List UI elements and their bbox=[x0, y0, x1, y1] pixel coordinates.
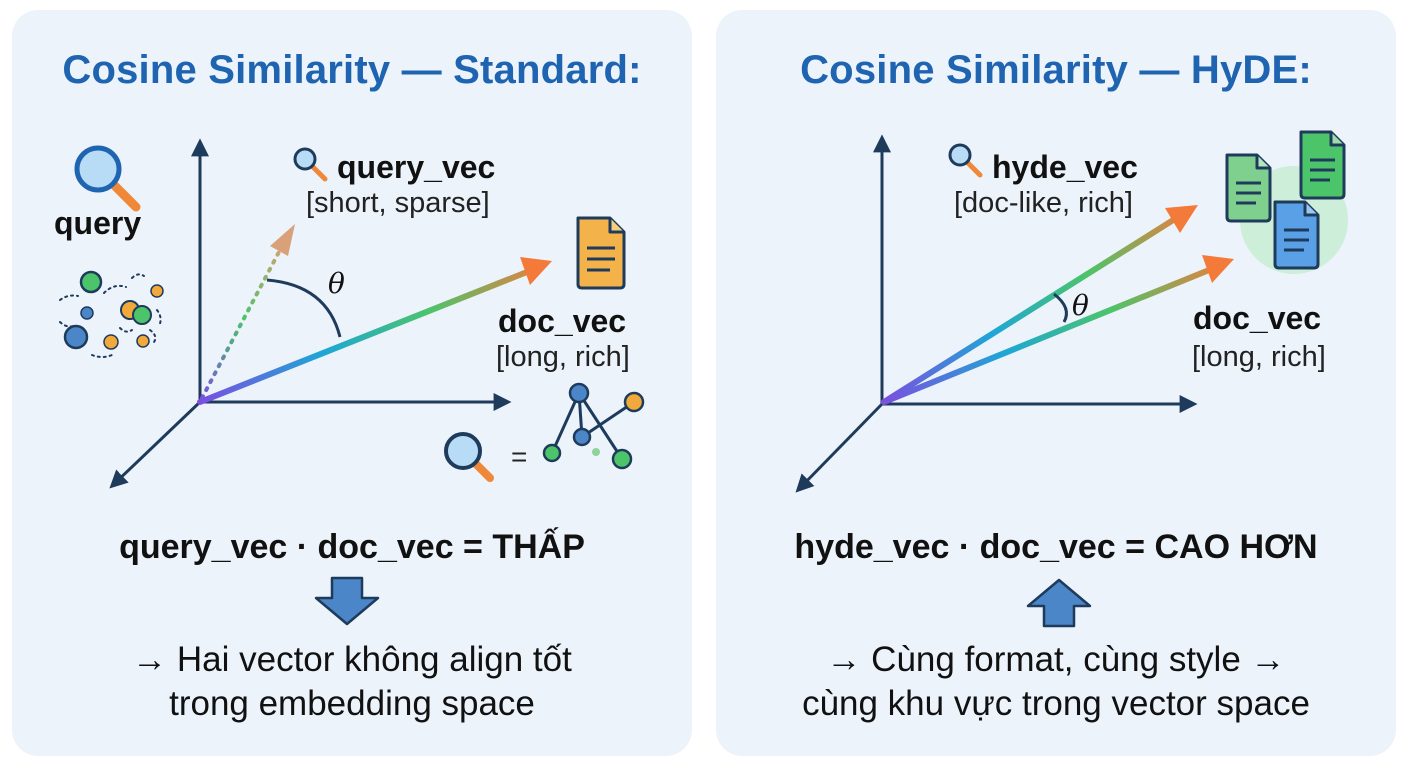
query-vector-arrow bbox=[200, 224, 295, 400]
doc-vec-desc: [long, rich] bbox=[496, 341, 630, 373]
up-arrow-icon bbox=[1026, 578, 1092, 628]
standard-note-line2: trong embedding space bbox=[169, 684, 535, 723]
standard-formula: query_vec · doc_vec = THẤP bbox=[119, 528, 585, 566]
document-icon bbox=[576, 216, 626, 290]
standard-note-line1: → Hai vector không align tốt bbox=[132, 640, 572, 679]
equals-sign: = bbox=[511, 441, 527, 472]
query-vec-label: query_vec bbox=[337, 149, 495, 185]
angle-arc bbox=[1053, 292, 1068, 323]
green-document-icon bbox=[1225, 153, 1272, 223]
hyde-title: Cosine Similarity — HyDE: bbox=[800, 48, 1312, 92]
query-label: query bbox=[54, 205, 141, 241]
hyde-vector-arrow bbox=[881, 205, 1198, 405]
hyde-panel: Cosine Similarity — HyDE: bbox=[716, 10, 1396, 756]
axes bbox=[795, 134, 1198, 493]
magnifier-icon bbox=[444, 432, 494, 482]
documents-cluster-icon bbox=[1225, 130, 1348, 274]
hyde-formula: hyde_vec · doc_vec = CAO HƠN bbox=[794, 528, 1318, 566]
hyde-vec-desc: [doc-like, rich] bbox=[954, 187, 1133, 219]
hyde-note-line1: → Cùng format, cùng style → bbox=[826, 640, 1286, 679]
angle-label: θ bbox=[1072, 289, 1089, 322]
hyde-note-line2: cùng khu vực trong vector space bbox=[802, 684, 1310, 723]
hyde-vec-label: hyde_vec bbox=[992, 149, 1138, 185]
angle-label: θ bbox=[328, 267, 345, 300]
search-icon bbox=[74, 145, 141, 212]
blue-document-icon bbox=[1273, 200, 1320, 270]
doc-vec-label: doc_vec bbox=[498, 303, 626, 339]
green-document-icon bbox=[1299, 130, 1346, 200]
doc-vec-label: doc_vec bbox=[1193, 300, 1321, 336]
doc-vector-arrow bbox=[881, 255, 1234, 405]
search-equals-graph: = bbox=[444, 382, 645, 482]
query-vec-search-icon bbox=[293, 147, 328, 182]
hyde-diagram: θ hyde_vec [doc-like, rich] bbox=[795, 130, 1348, 628]
scattered-points-icon bbox=[59, 270, 164, 358]
standard-title: Cosine Similarity — Standard: bbox=[62, 48, 642, 92]
axes bbox=[109, 138, 512, 489]
query-vec-desc: [short, sparse] bbox=[306, 187, 490, 219]
doc-vec-desc: [long, rich] bbox=[1192, 341, 1326, 373]
doc-vector-arrow bbox=[197, 257, 552, 405]
down-arrow-icon bbox=[314, 576, 380, 626]
hyde-vec-search-icon bbox=[948, 143, 983, 178]
standard-diagram: θ query query_vec [ bbox=[54, 138, 645, 626]
graph-icon bbox=[542, 382, 645, 470]
angle-arc bbox=[266, 278, 342, 338]
standard-panel: Cosine Similarity — Standard: bbox=[12, 10, 692, 756]
